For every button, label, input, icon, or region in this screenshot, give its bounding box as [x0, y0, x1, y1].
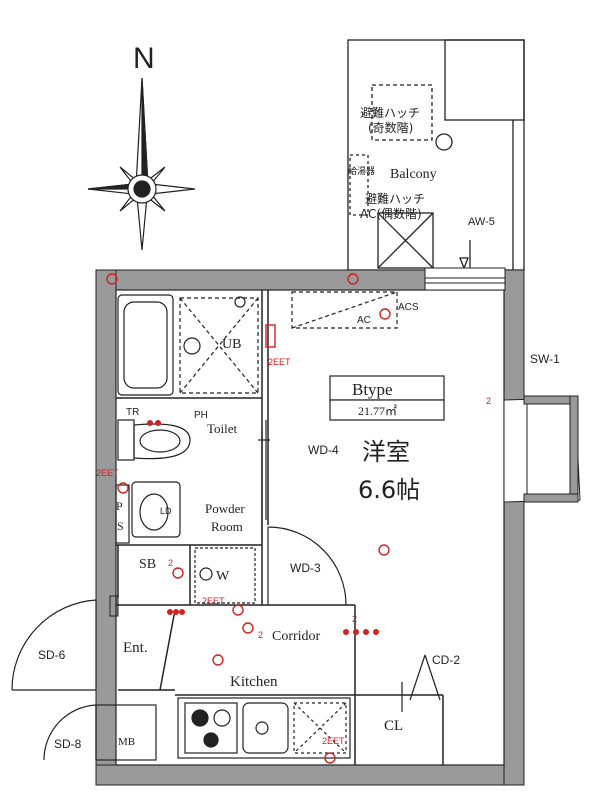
outlet-2-2: 2 [258, 630, 263, 640]
wd4-door[interactable] [258, 420, 270, 540]
toilet [117, 419, 191, 461]
ps-s-label: S [117, 519, 124, 533]
entrance-label: Ent. [123, 640, 148, 656]
main-room-jp: 洋室 [362, 438, 410, 466]
cl-label: CL [384, 718, 403, 734]
ub-label: UB [222, 337, 241, 352]
wd3-code: WD-3 [290, 561, 321, 575]
toilet-label: Toilet [207, 421, 238, 436]
sw1-code: SW-1 [530, 352, 560, 366]
wd4-code: WD-4 [308, 443, 339, 457]
compass-north-label: N [133, 42, 155, 75]
ld-label: LD [160, 506, 172, 516]
w-label: W [216, 569, 230, 584]
powder-room [131, 481, 181, 538]
acs-label: ACS [398, 302, 419, 313]
kitchen-label: Kitchen [230, 674, 278, 690]
pipe-shaft [115, 484, 130, 544]
unit-bath [117, 294, 259, 396]
powder-room-label-1: Powder [205, 501, 245, 516]
kitchen-counter [177, 697, 351, 759]
ac-label: AC [357, 315, 371, 326]
sd8-code: SD-8 [54, 737, 82, 751]
type-badge [329, 375, 445, 421]
outlet-2eet-3: 2EET [202, 596, 225, 606]
outlet-2eet-4: 2EET [322, 736, 345, 746]
ac-unit [291, 291, 398, 329]
ph-label: PH [194, 410, 208, 421]
entrance-door[interactable] [11, 599, 97, 691]
main-room-size: 6.6帖 [358, 476, 420, 504]
balcony [347, 39, 525, 271]
outlet-2-1: 2 [486, 396, 491, 406]
sd6-code: SD-6 [38, 648, 66, 662]
aw5-code: AW-5 [468, 216, 495, 228]
bay-window [503, 395, 581, 503]
mb-label: MB [118, 736, 135, 748]
outlet-2-4: 2 [168, 558, 173, 568]
tr-label: TR [126, 407, 139, 418]
balcony-window [424, 267, 506, 291]
sb-label: SB [139, 557, 156, 572]
outlet-2eet-2: 2EET [96, 468, 119, 478]
hatch-top-label: 避難ハッチ(奇数階) [360, 105, 420, 135]
meter-box [43, 704, 157, 761]
closet [401, 654, 441, 712]
washing-machine [194, 547, 256, 604]
electrical-symbols [106, 273, 391, 764]
exterior-walls [95, 269, 525, 786]
ps-p-label: P [116, 499, 123, 513]
compass-rose-icon [87, 77, 196, 251]
type-label: Btype [352, 380, 393, 399]
cd2-code: CD-2 [432, 653, 460, 667]
powder-room-label-2: Room [211, 519, 243, 534]
outlet-2eet-1: 2EET [268, 357, 291, 367]
outlet-2-3: 2 [352, 614, 357, 624]
balcony-label: Balcony [390, 167, 437, 182]
interior-walls [116, 290, 444, 765]
wd3-door[interactable] [267, 526, 347, 606]
corridor-label: Corridor [272, 629, 321, 644]
area-label: 21.77㎡ [358, 404, 397, 418]
water-heater-label: 給湯器 [348, 165, 375, 177]
electrical-dots [147, 420, 379, 635]
compass: N [87, 42, 196, 251]
